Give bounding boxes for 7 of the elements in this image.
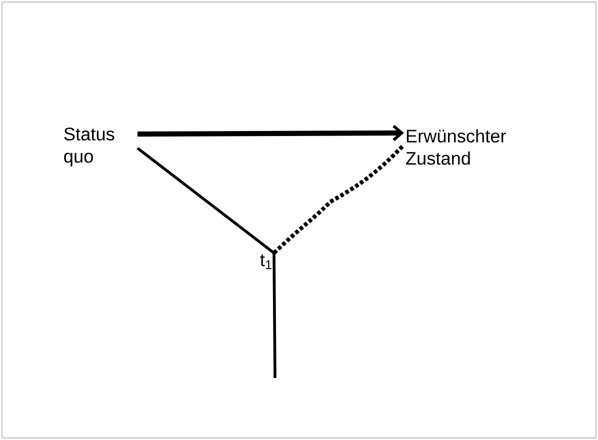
line (136, 147, 275, 254)
time-label: t$_{1}$ (260, 254, 272, 270)
arrow (137, 124, 404, 142)
state-label: Erwünschter Zustand (406, 129, 506, 165)
line (272, 252, 276, 378)
state-label: Status quo (64, 128, 114, 166)
dotted-path (272, 143, 406, 254)
